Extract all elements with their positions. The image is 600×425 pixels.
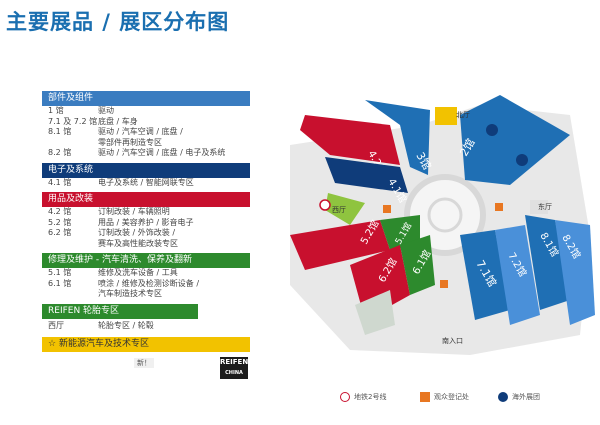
hall-5-2[interactable] [290, 220, 390, 270]
hall-4-2[interactable] [300, 115, 400, 165]
venue-map: 4.2馆 4.1馆 3馆 2馆 北厅 西厅 东厅 5.2馆 5.1馆 6.2馆 … [290, 95, 595, 355]
hall-desc: 订制改装 / 车辆照明 [98, 207, 170, 216]
list-item: 4.2 馆 订制改装 / 车辆照明 [48, 207, 250, 218]
hall-label: 8.2 馆 [48, 148, 72, 157]
north-gate-label: 北厅 [456, 111, 470, 119]
section-header-components: 部件及组件 [42, 91, 250, 106]
hall-label: 7.1 及 7.2 馆 [48, 116, 98, 126]
hall-label: 8.1 馆 [48, 127, 72, 136]
list-item: 5.1 馆 维修及洗车设备 / 工具 [48, 268, 250, 279]
west-gate-label: 西厅 [332, 206, 346, 214]
reifen-logo-line2: CHINA [225, 370, 243, 376]
hall-6-1[interactable] [400, 235, 435, 295]
hall-label: 1 馆 [48, 106, 64, 115]
plaza-ring [427, 197, 463, 233]
section-header-nev: ☆ 新能源汽车及技术专区 [42, 337, 250, 352]
list-item: 8.2 馆 驱动 / 汽车空调 / 底盘 / 电子及系统 [48, 148, 250, 159]
hall-desc-continued: 零部件再制造专区 [98, 137, 162, 147]
hall-8-2[interactable] [555, 220, 595, 325]
hall-label: 西厅 [48, 320, 64, 330]
section-header-reifen: REIFEN 轮胎专区 [42, 303, 198, 319]
hall-desc: 轮胎专区 / 轮毂 [98, 320, 154, 330]
list-item: 6.2 馆 订制改装 / 外饰改装 / [48, 228, 250, 239]
hall-7-2[interactable] [495, 225, 540, 325]
hall-2[interactable] [460, 95, 570, 185]
section-header-accessories: 用品及改装 [42, 192, 250, 207]
reifen-logo: REIFEN CHINA [220, 357, 248, 379]
legend-metro-label: 地铁2号线 [354, 393, 387, 401]
new-badge: 新！ [134, 358, 154, 368]
reifen-header-row: REIFEN 轮胎专区 [42, 303, 250, 319]
hall-desc: 驱动 [98, 106, 114, 115]
registration-icon [495, 203, 503, 211]
legend-registration-label: 观众登记处 [434, 393, 469, 401]
legend-overseas-label: 海外展团 [512, 393, 540, 401]
registration-icon [420, 392, 430, 402]
list-item: 8.1 馆 驱动 / 汽车空调 / 底盘 / [48, 127, 250, 138]
north-gate[interactable] [435, 107, 457, 125]
hall-label: 6.2 馆 [48, 228, 72, 237]
globe-icon [498, 392, 508, 402]
hall-desc: 订制改装 / 外饰改装 / [98, 228, 176, 237]
east-gate[interactable] [530, 200, 548, 214]
section-header-repair: 修理及维护 - 汽车清洗、保养及翻新 [42, 253, 250, 268]
hall-desc: 喷涂 / 维修及检测诊断设备 / [98, 278, 200, 288]
globe-icon [486, 124, 498, 136]
hall-5-1[interactable] [380, 215, 420, 250]
hall-7-1[interactable] [460, 230, 510, 320]
south-entrance-label: 南入口 [442, 336, 463, 345]
list-item: 西厅 轮胎专区 / 轮毂 [48, 321, 250, 332]
reifen-logo-line1: REIFEN [220, 358, 249, 366]
nev-label: 新能源汽车及技术专区 [58, 339, 149, 349]
globe-icon [516, 154, 528, 166]
hall-desc: 用品 / 美容养护 / 影音电子 [98, 217, 194, 227]
star-icon: ☆ [48, 339, 57, 349]
hall-label: 5.2 馆 [48, 217, 72, 227]
hall-desc: 驱动 / 汽车空调 / 底盘 / 电子及系统 [98, 148, 226, 157]
section-header-electronics: 电子及系统 [42, 162, 250, 178]
hall-desc-continued: 汽车制造技术专区 [98, 289, 162, 298]
hall-desc-continued: 赛车及高性能改装专区 [98, 238, 178, 248]
legend-registration: 观众登记处 [420, 392, 469, 402]
hall-desc: 维修及洗车设备 / 工具 [98, 268, 178, 277]
list-item: 5.2 馆 用品 / 美容养护 / 影音电子 [48, 218, 250, 229]
list-item: 4.1 馆 电子及系统 / 智能网联专区 [48, 178, 250, 189]
page-title: 主要展品 / 展区分布图 [6, 10, 230, 34]
list-item: 1 馆 驱动 [48, 106, 250, 117]
registration-icon [440, 280, 448, 288]
legend-metro: 地铁2号线 [340, 392, 386, 402]
exhibit-legend-panel: 部件及组件 1 馆驱动 7.1 及 7.2 馆底盘 / 车身 8.1 馆驱动 /… [42, 87, 250, 352]
metro-icon [340, 392, 350, 402]
hall-label: 4.1 馆 [48, 177, 72, 187]
list-item: 7.1 及 7.2 馆底盘 / 车身 [48, 117, 250, 128]
hall-label: 6.1 馆 [48, 278, 72, 288]
hall-label: 4.2 馆 [48, 207, 72, 216]
hall-6-annex [355, 290, 395, 335]
metro-icon [319, 199, 331, 211]
registration-icon [383, 205, 391, 213]
hall-desc: 底盘 / 车身 [98, 116, 138, 126]
hall-label: 5.1 馆 [48, 268, 72, 277]
hall-desc: 电子及系统 / 智能网联专区 [98, 177, 194, 187]
central-plaza [404, 174, 486, 256]
west-gate[interactable] [325, 193, 365, 225]
hall-8-1[interactable] [525, 215, 570, 310]
legend-overseas: 海外展团 [498, 392, 540, 402]
hall-3[interactable] [365, 100, 430, 175]
hall-desc: 驱动 / 汽车空调 / 底盘 / [98, 127, 183, 136]
hall-4-1[interactable] [325, 157, 408, 193]
east-gate-label: 东厅 [538, 202, 552, 211]
list-item: 6.1 馆 喷涂 / 维修及检测诊断设备 / [48, 279, 250, 290]
